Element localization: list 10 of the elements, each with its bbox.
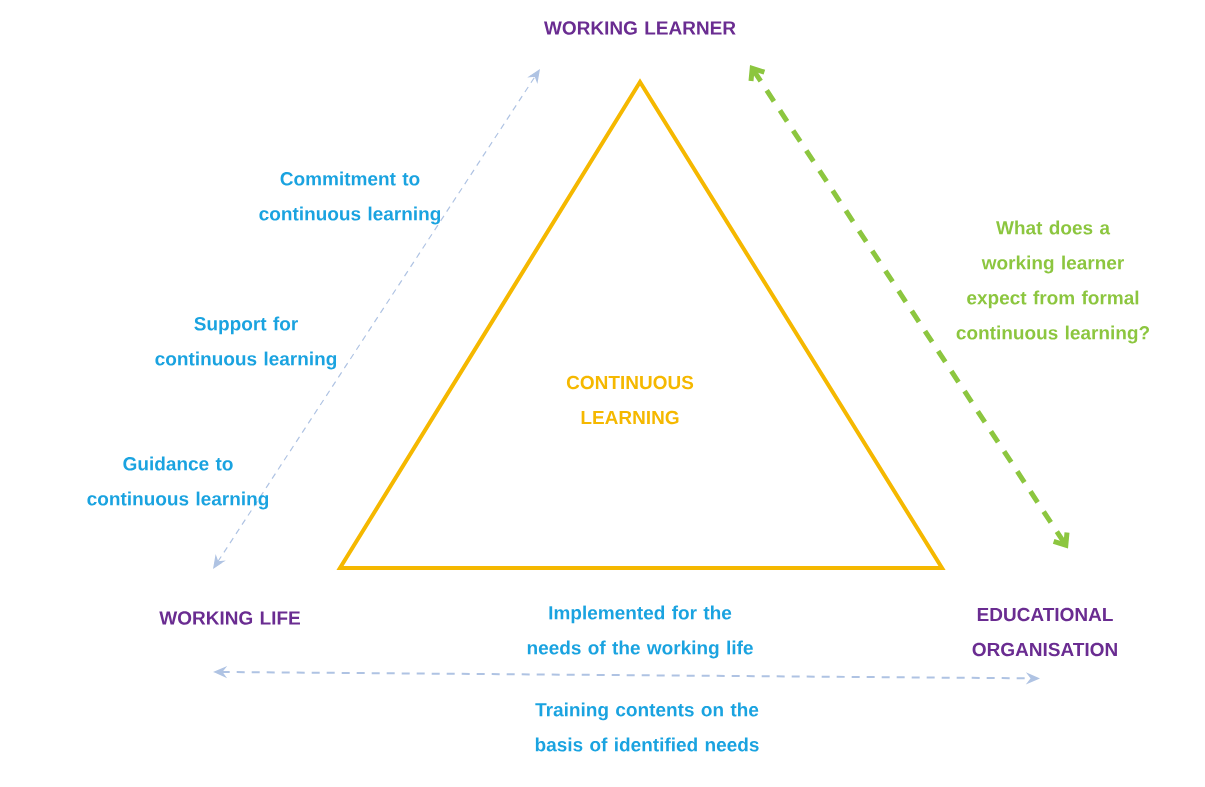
arrow (748, 64, 1070, 549)
role-label: WORKING LIFE (159, 611, 300, 625)
annotation: What does a working learner expect from formal continuous learning? (956, 220, 1150, 344)
role-label: EDUCATIONAL ORGANISATION (972, 607, 1117, 657)
annotation: Guidance to continuous learning (87, 456, 269, 510)
annotation: Support for continuous learning (155, 316, 337, 370)
annotation: Implemented for the needs of the working life (527, 605, 753, 659)
role-label: WORKING LEARNER (543, 21, 736, 35)
annotation: Training contents on the basis of identified needs (535, 702, 759, 752)
annotation: Commitment to continuous learning (259, 171, 441, 225)
